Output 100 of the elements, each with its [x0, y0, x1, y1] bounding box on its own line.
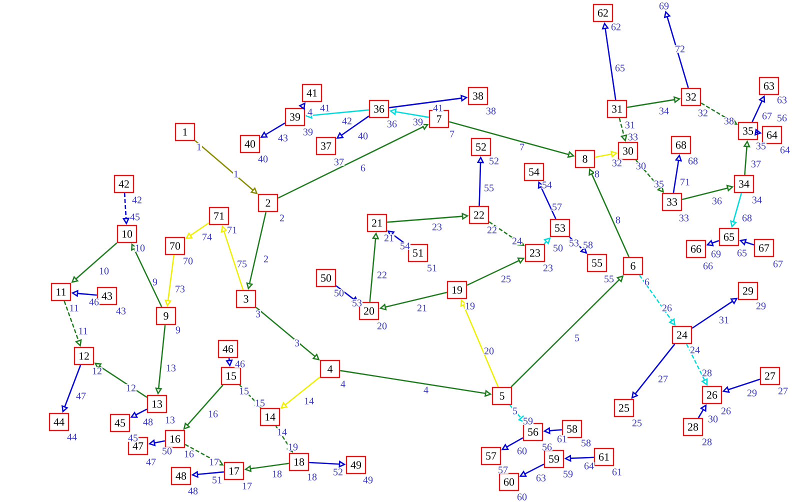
edge-label: 64 [584, 462, 594, 470]
node-box: 17 [224, 462, 244, 480]
node-number: 23 [542, 264, 554, 272]
node-number: 53 [568, 239, 580, 247]
edge-label: 8 [615, 216, 621, 224]
edge-label: 46 [88, 298, 100, 306]
node-number: 6 [644, 278, 650, 286]
node-number: 67 [772, 260, 784, 268]
node-number: 51 [426, 264, 438, 272]
node-box: 8 [574, 150, 596, 168]
node-number: 65 [736, 249, 748, 257]
node-number: 12 [92, 367, 102, 375]
node-number: 49 [362, 476, 374, 484]
edge-label: 26 [662, 304, 672, 312]
node-number: 60 [516, 493, 528, 501]
node-box: 13 [146, 394, 168, 414]
edge-label: 7 [519, 143, 525, 151]
edge-label: 67 [762, 112, 772, 120]
node-box: 54 [524, 162, 544, 182]
edge-label: 38 [724, 117, 734, 125]
node-number: 8 [594, 170, 600, 178]
edge-label: 28 [702, 369, 712, 377]
edge-label: 13 [166, 364, 176, 372]
node-box: 67 [754, 238, 774, 258]
node-box: 27 [760, 366, 780, 386]
node-number: 62 [610, 23, 622, 31]
node-number: 52 [488, 157, 500, 165]
edge-label: 51 [212, 476, 222, 484]
node-number: 15 [238, 387, 250, 395]
edge-label: 36 [712, 197, 722, 205]
node-number: 47 [146, 458, 156, 466]
edge-label: 71 [680, 178, 690, 186]
node-box: 6 [622, 256, 644, 276]
node-number: 2 [279, 214, 285, 222]
node-number: 70 [182, 257, 194, 265]
node-number: 27 [778, 387, 788, 395]
node-number: 25 [632, 419, 642, 427]
edge-label: 48 [142, 418, 154, 426]
edge-label: 9 [152, 278, 158, 286]
edge-label: 43 [278, 134, 288, 142]
edge-label: 56 [776, 114, 788, 122]
node-number: 10 [134, 244, 146, 252]
edge-label: 68 [742, 214, 752, 222]
node-box: 70 [164, 236, 186, 256]
edge-label: 23 [432, 223, 442, 231]
edge-label: 52 [332, 468, 344, 476]
edge-label: 25 [500, 275, 512, 283]
node-number: 37 [334, 158, 344, 166]
node-box: 35 [738, 122, 758, 140]
node-box: 14 [260, 408, 280, 426]
node-box: 23 [524, 244, 546, 262]
node-box: 11 [50, 282, 72, 302]
node-number: 1 [196, 143, 202, 151]
node-box: 49 [346, 456, 366, 474]
edge-label: 29 [746, 389, 758, 397]
node-box: 50 [316, 268, 336, 288]
node-box: 10 [116, 224, 138, 244]
node-number: 21 [384, 234, 394, 242]
node-box: 41 [302, 84, 322, 102]
node-number: 36 [386, 120, 398, 128]
edge-label: 60 [516, 447, 528, 455]
node-box: 30 [618, 142, 638, 160]
edge-label: 63 [536, 474, 546, 482]
node-number: 14 [276, 428, 288, 436]
node-box: 22 [468, 206, 490, 224]
node-number: 43 [116, 307, 126, 315]
edge-label: 4 [307, 108, 313, 116]
edge-label: 11 [78, 327, 88, 335]
node-number: 55 [604, 275, 614, 283]
node-number: 3 [255, 310, 261, 318]
edge-label: 73 [174, 285, 186, 293]
node-number: 11 [68, 304, 80, 312]
edge-label: 6 [360, 164, 366, 172]
node-number: 38 [486, 107, 496, 115]
node-box: 36 [368, 100, 390, 118]
node-box: 1 [174, 122, 196, 142]
node-number: 40 [258, 155, 268, 163]
node-box: 9 [156, 306, 176, 326]
node-number: 64 [780, 146, 790, 154]
edge-label: 10 [98, 267, 110, 275]
node-number: 57 [498, 466, 508, 474]
edge-label: 34 [658, 107, 670, 115]
node-box: 61 [594, 448, 614, 466]
edge-label: 19 [288, 443, 298, 451]
node-box: 46 [218, 340, 238, 358]
node-number: 32 [698, 109, 708, 117]
node-box: 55 [586, 254, 608, 272]
edge-label: 5 [574, 334, 580, 342]
node-number: 26 [720, 407, 732, 415]
edge-label: 58 [582, 241, 594, 249]
node-number: 42 [132, 196, 142, 204]
edge-label: 37 [750, 160, 762, 168]
edge-label: 50 [162, 447, 172, 455]
node-number: 69 [659, 2, 669, 10]
node-box: 29 [738, 282, 758, 300]
node-number: 34 [752, 196, 762, 204]
node-number: 18 [306, 473, 318, 481]
node-number: 5 [512, 407, 518, 415]
node-number: 54 [542, 181, 552, 189]
node-box: 45 [110, 414, 130, 432]
